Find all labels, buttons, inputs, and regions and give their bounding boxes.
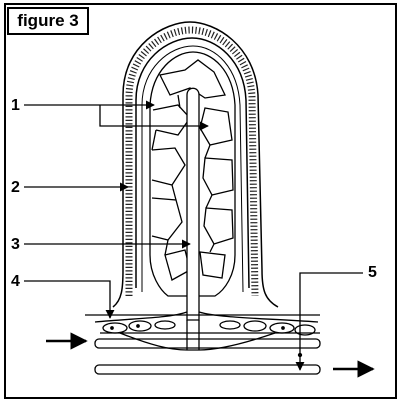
base-vessels	[85, 311, 321, 375]
figure-title: figure 3	[7, 7, 89, 35]
flow-arrows	[46, 332, 375, 378]
label-4: 4	[11, 273, 20, 290]
label-2: 2	[11, 179, 20, 196]
central-lacteal	[186, 87, 200, 321]
label-1: 1	[11, 97, 20, 114]
label-5: 5	[368, 264, 377, 281]
villus-epithelium	[112, 21, 279, 308]
label-3: 3	[11, 236, 20, 253]
leader-lines	[24, 100, 363, 371]
